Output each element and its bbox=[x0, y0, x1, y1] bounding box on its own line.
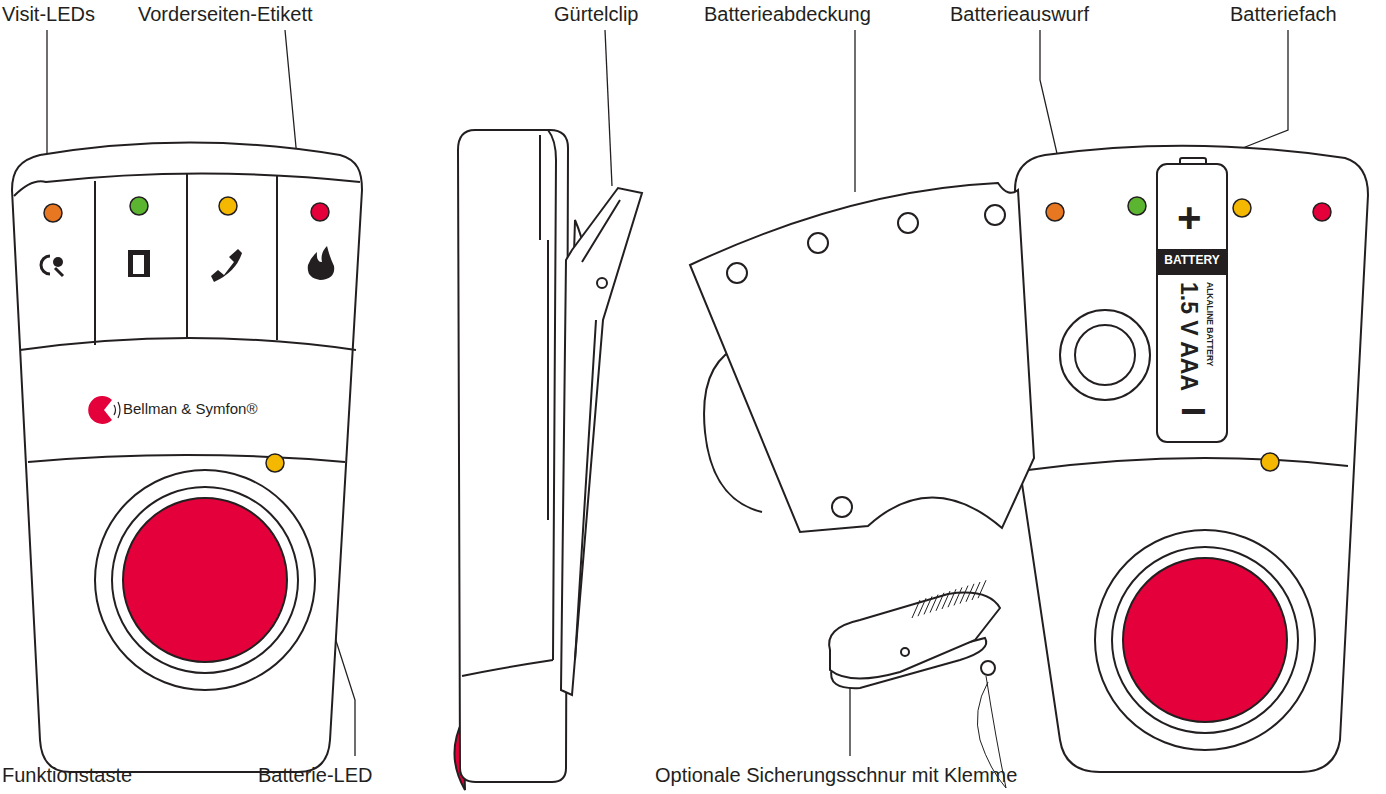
back-view bbox=[1015, 146, 1368, 772]
front-view bbox=[186, 174, 188, 338]
part-label: Batterie-LED bbox=[258, 764, 373, 787]
back-view bbox=[1060, 310, 1150, 400]
battery-cover bbox=[727, 263, 747, 283]
leader-line bbox=[605, 30, 612, 186]
battery-polarity: − bbox=[1180, 388, 1207, 434]
battery-print: ALKALINE BATTERY bbox=[1204, 282, 1214, 367]
safety-clip bbox=[901, 648, 909, 656]
visit-led bbox=[1261, 453, 1279, 471]
part-label: Batterieabdeckung bbox=[704, 3, 871, 26]
grip-ridges bbox=[912, 580, 986, 618]
back-view bbox=[1123, 558, 1287, 722]
back-view bbox=[1157, 164, 1227, 442]
part-label: Visit-LEDs bbox=[2, 3, 95, 26]
visit-led bbox=[1313, 203, 1331, 221]
front-view bbox=[112, 487, 298, 673]
brand-name: Bellman & Symfon® bbox=[123, 400, 257, 417]
event-icon bbox=[133, 255, 144, 274]
visit-led bbox=[311, 203, 329, 221]
side-view bbox=[454, 130, 642, 790]
battery-print: BATTERY bbox=[1164, 254, 1219, 268]
safety-clip bbox=[829, 593, 1006, 788]
event-icon bbox=[128, 250, 150, 277]
visit-led bbox=[1046, 203, 1064, 221]
back-view bbox=[1158, 250, 1226, 274]
visit-led bbox=[266, 454, 284, 472]
front-view bbox=[94, 181, 96, 345]
brand-logo bbox=[88, 396, 120, 424]
front-view bbox=[12, 143, 362, 773]
visit-led bbox=[44, 204, 62, 222]
brand-logo bbox=[88, 396, 112, 424]
part-label: Gürtelclip bbox=[554, 3, 638, 26]
visit-led bbox=[219, 197, 237, 215]
event-icon bbox=[53, 257, 63, 267]
side-view bbox=[462, 130, 556, 676]
battery-polarity: + bbox=[1177, 197, 1202, 239]
front-view bbox=[123, 498, 287, 662]
battery-print: 1.5 V AAA bbox=[1176, 282, 1202, 391]
back-view bbox=[1015, 146, 1368, 772]
battery-cover bbox=[690, 183, 1034, 532]
battery-cover bbox=[898, 213, 918, 233]
battery-cover bbox=[808, 233, 828, 253]
event-icon bbox=[55, 268, 63, 276]
side-view bbox=[575, 200, 620, 660]
safety-clip bbox=[829, 593, 1000, 679]
side-view bbox=[458, 130, 568, 782]
leader-line bbox=[1205, 30, 1288, 163]
visit-led bbox=[1046, 197, 1331, 471]
event-icon bbox=[308, 246, 334, 280]
front-view bbox=[28, 455, 345, 462]
front-view bbox=[20, 338, 356, 350]
visit-led bbox=[1233, 199, 1251, 217]
part-label: Funktionstaste bbox=[2, 764, 132, 787]
visit-led bbox=[130, 197, 148, 215]
visit-led bbox=[44, 197, 329, 472]
grip-ridges bbox=[978, 580, 986, 598]
event-icon bbox=[211, 249, 242, 282]
event-icon bbox=[41, 256, 50, 274]
side-view bbox=[540, 135, 548, 520]
visit-led bbox=[1128, 197, 1146, 215]
part-label: Batteriefach bbox=[1230, 3, 1337, 26]
back-view bbox=[1075, 325, 1135, 385]
side-view bbox=[597, 278, 607, 288]
battery-cover bbox=[985, 205, 1005, 225]
front-view bbox=[12, 143, 362, 773]
safety-clip bbox=[981, 661, 995, 675]
brand-logo bbox=[114, 402, 120, 418]
back-view bbox=[1112, 547, 1298, 733]
side-view bbox=[561, 188, 642, 695]
leader-line bbox=[849, 684, 850, 756]
part-label: Optionale Sicherungsschnur mit Klemme bbox=[655, 764, 1017, 787]
part-label: Batterieauswurf bbox=[950, 3, 1089, 26]
battery-cover bbox=[832, 497, 852, 517]
back-view bbox=[1028, 458, 1348, 470]
event-icon bbox=[41, 246, 334, 282]
battery-cover bbox=[690, 183, 1034, 532]
front-view bbox=[95, 470, 315, 690]
front-view bbox=[276, 176, 278, 340]
back-view bbox=[1095, 530, 1315, 750]
part-label: Vorderseiten-Etikett bbox=[138, 3, 313, 26]
leader-line bbox=[854, 30, 855, 192]
